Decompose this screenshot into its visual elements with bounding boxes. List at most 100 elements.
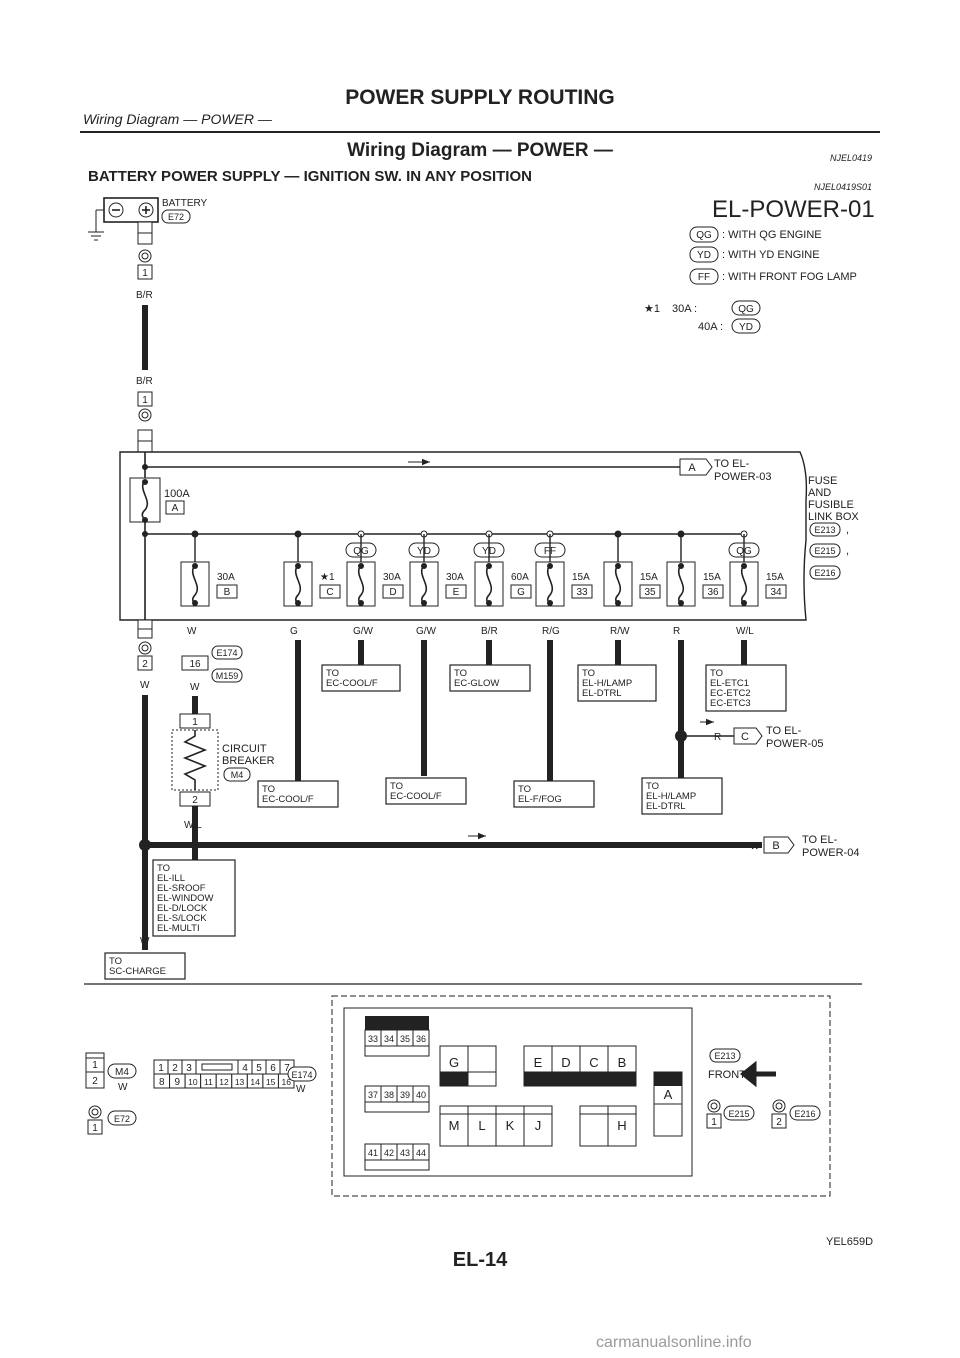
e174-view-id: E174 bbox=[291, 1070, 312, 1080]
fuse-wire-label: W/L bbox=[736, 626, 754, 637]
legend-text: : WITH QG ENGINE bbox=[722, 229, 822, 241]
destination-box bbox=[513, 780, 595, 808]
main-fuse-box bbox=[129, 477, 161, 523]
fuse-block-letter: M bbox=[449, 1118, 460, 1133]
e174-pin-label: 6 bbox=[270, 1063, 276, 1074]
e216-view-pin: 2 bbox=[776, 1117, 782, 1128]
destination-line: EL-F/FOG bbox=[518, 794, 562, 805]
battery-wire-top: B/R bbox=[136, 290, 153, 301]
main-fuse-amp: 100A bbox=[164, 488, 190, 500]
connector-view-e216 bbox=[771, 1099, 821, 1129]
destination-line: TO bbox=[390, 781, 403, 792]
fuse-pos-box bbox=[702, 584, 724, 599]
fuse-amp: 15A bbox=[640, 572, 658, 583]
destination-box bbox=[577, 664, 657, 702]
fuse-amp: 15A bbox=[572, 572, 590, 583]
destination-line: EL-ETC1 bbox=[710, 678, 749, 689]
destination-line: TO bbox=[326, 668, 339, 679]
destination-line: EL-MULTI bbox=[157, 923, 200, 934]
fuse-amp: 30A bbox=[217, 572, 235, 583]
fuse-block-pin: 38 bbox=[384, 1090, 394, 1100]
section-title: Wiring Diagram — POWER — bbox=[347, 140, 613, 161]
destination-line: EC-COOL/F bbox=[326, 678, 378, 689]
fuse-pos-box bbox=[216, 584, 238, 599]
star-amp-2: 40A : bbox=[698, 321, 723, 333]
e174-pin-label: 13 bbox=[235, 1077, 245, 1087]
destination-line: TO bbox=[262, 784, 275, 795]
fuse-block-pin: 36 bbox=[416, 1034, 426, 1044]
fuse-pos: C bbox=[326, 587, 333, 598]
output-a-line1: TO EL- bbox=[714, 458, 750, 470]
destination-box bbox=[385, 777, 467, 805]
svg-text:,: , bbox=[846, 524, 849, 536]
fuse-wire-label: G/W bbox=[416, 626, 437, 637]
e174-pin-label: 12 bbox=[219, 1077, 229, 1087]
fuse-amp: 60A bbox=[511, 572, 529, 583]
fuse-block-pin: 42 bbox=[384, 1148, 394, 1158]
e213-view-id: E213 bbox=[714, 1051, 735, 1061]
fuse-block-pin: 37 bbox=[368, 1090, 378, 1100]
fuse-block-letter: G bbox=[449, 1055, 459, 1070]
fuse-body bbox=[409, 561, 439, 607]
fuse-block-frame bbox=[331, 995, 831, 1197]
destination-box bbox=[321, 664, 401, 692]
destination-line: EL-SROOF bbox=[157, 883, 206, 894]
front-arrow-icon bbox=[739, 1060, 776, 1088]
destination-box bbox=[257, 780, 339, 808]
fuse-wire-label: R/W bbox=[610, 626, 630, 637]
fuse-box-label-3: FUSIBLE bbox=[808, 499, 854, 511]
fuse-body bbox=[535, 561, 565, 607]
circuit-breaker-symbol bbox=[182, 730, 208, 790]
fuse-wire-label: B/R bbox=[481, 626, 498, 637]
destination-line: SC-CHARGE bbox=[109, 966, 166, 977]
main-fuse-pos: A bbox=[172, 503, 179, 514]
page-number: EL-14 bbox=[452, 1249, 508, 1271]
m159-conn: M159 bbox=[216, 671, 239, 681]
e174-pin: 16 bbox=[189, 659, 201, 670]
destination-line: EC-COOL/F bbox=[390, 791, 442, 802]
connector-e72-label: E72 bbox=[168, 212, 184, 222]
e174-pin-label: 5 bbox=[256, 1063, 262, 1074]
star-mark: ★1 bbox=[644, 303, 660, 315]
breaker-label-1: CIRCUIT bbox=[222, 743, 267, 755]
destination-line: EC-ETC2 bbox=[710, 688, 751, 699]
destination-boxes: TOEC-COOL/FTOEC-GLOWTOEL-H/LAMPEL-DTRLTO… bbox=[104, 664, 787, 980]
output-c-tag bbox=[733, 727, 763, 745]
fuse-block-letter: J bbox=[535, 1118, 542, 1133]
legend-tag-pill bbox=[689, 246, 719, 263]
star-amp-1: 30A : bbox=[672, 303, 697, 315]
output-b-tag bbox=[763, 836, 795, 854]
destination-line: EL-S/LOCK bbox=[157, 913, 207, 924]
fuse-columns: 30ABW★1CGQG30ADG/WYD30AEG/WYD60AGB/RFF15… bbox=[180, 530, 787, 785]
star-tag-2: YD bbox=[739, 322, 753, 333]
e174-pin-box bbox=[181, 655, 209, 671]
battery-pin-bottom: 1 bbox=[142, 395, 148, 406]
e174-pin-label: 14 bbox=[250, 1077, 260, 1087]
e174-pin-label: 1 bbox=[158, 1063, 164, 1074]
diagram-id: EL-POWER-01 bbox=[712, 196, 875, 223]
fuse-box-conn-2: E215 bbox=[814, 546, 835, 556]
battery-wire-bottom: B/R bbox=[136, 376, 153, 387]
legend-tag: YD bbox=[697, 250, 711, 261]
fuse-amp: 15A bbox=[766, 572, 784, 583]
fuse-body bbox=[180, 561, 210, 607]
connector-view-e215 bbox=[706, 1099, 755, 1129]
fuse-pos-box bbox=[639, 584, 661, 599]
destination-line: TO bbox=[157, 863, 170, 874]
destination-line: EL-DTRL bbox=[646, 801, 686, 812]
fuse-body bbox=[474, 561, 504, 607]
output-c-letter: C bbox=[741, 731, 749, 743]
output-a-line2: POWER-03 bbox=[714, 471, 771, 483]
legend-tag: FF bbox=[698, 272, 710, 283]
e174-pin-label: 16 bbox=[281, 1077, 291, 1087]
fuse-body bbox=[283, 561, 313, 607]
destination-line: TO bbox=[710, 668, 723, 679]
fuse-pos-box bbox=[319, 584, 341, 599]
fuse-block-pin: 44 bbox=[416, 1148, 426, 1158]
fuse-pos-box bbox=[510, 584, 532, 599]
destination-box bbox=[152, 859, 236, 937]
legend-tag-pill bbox=[689, 268, 719, 285]
